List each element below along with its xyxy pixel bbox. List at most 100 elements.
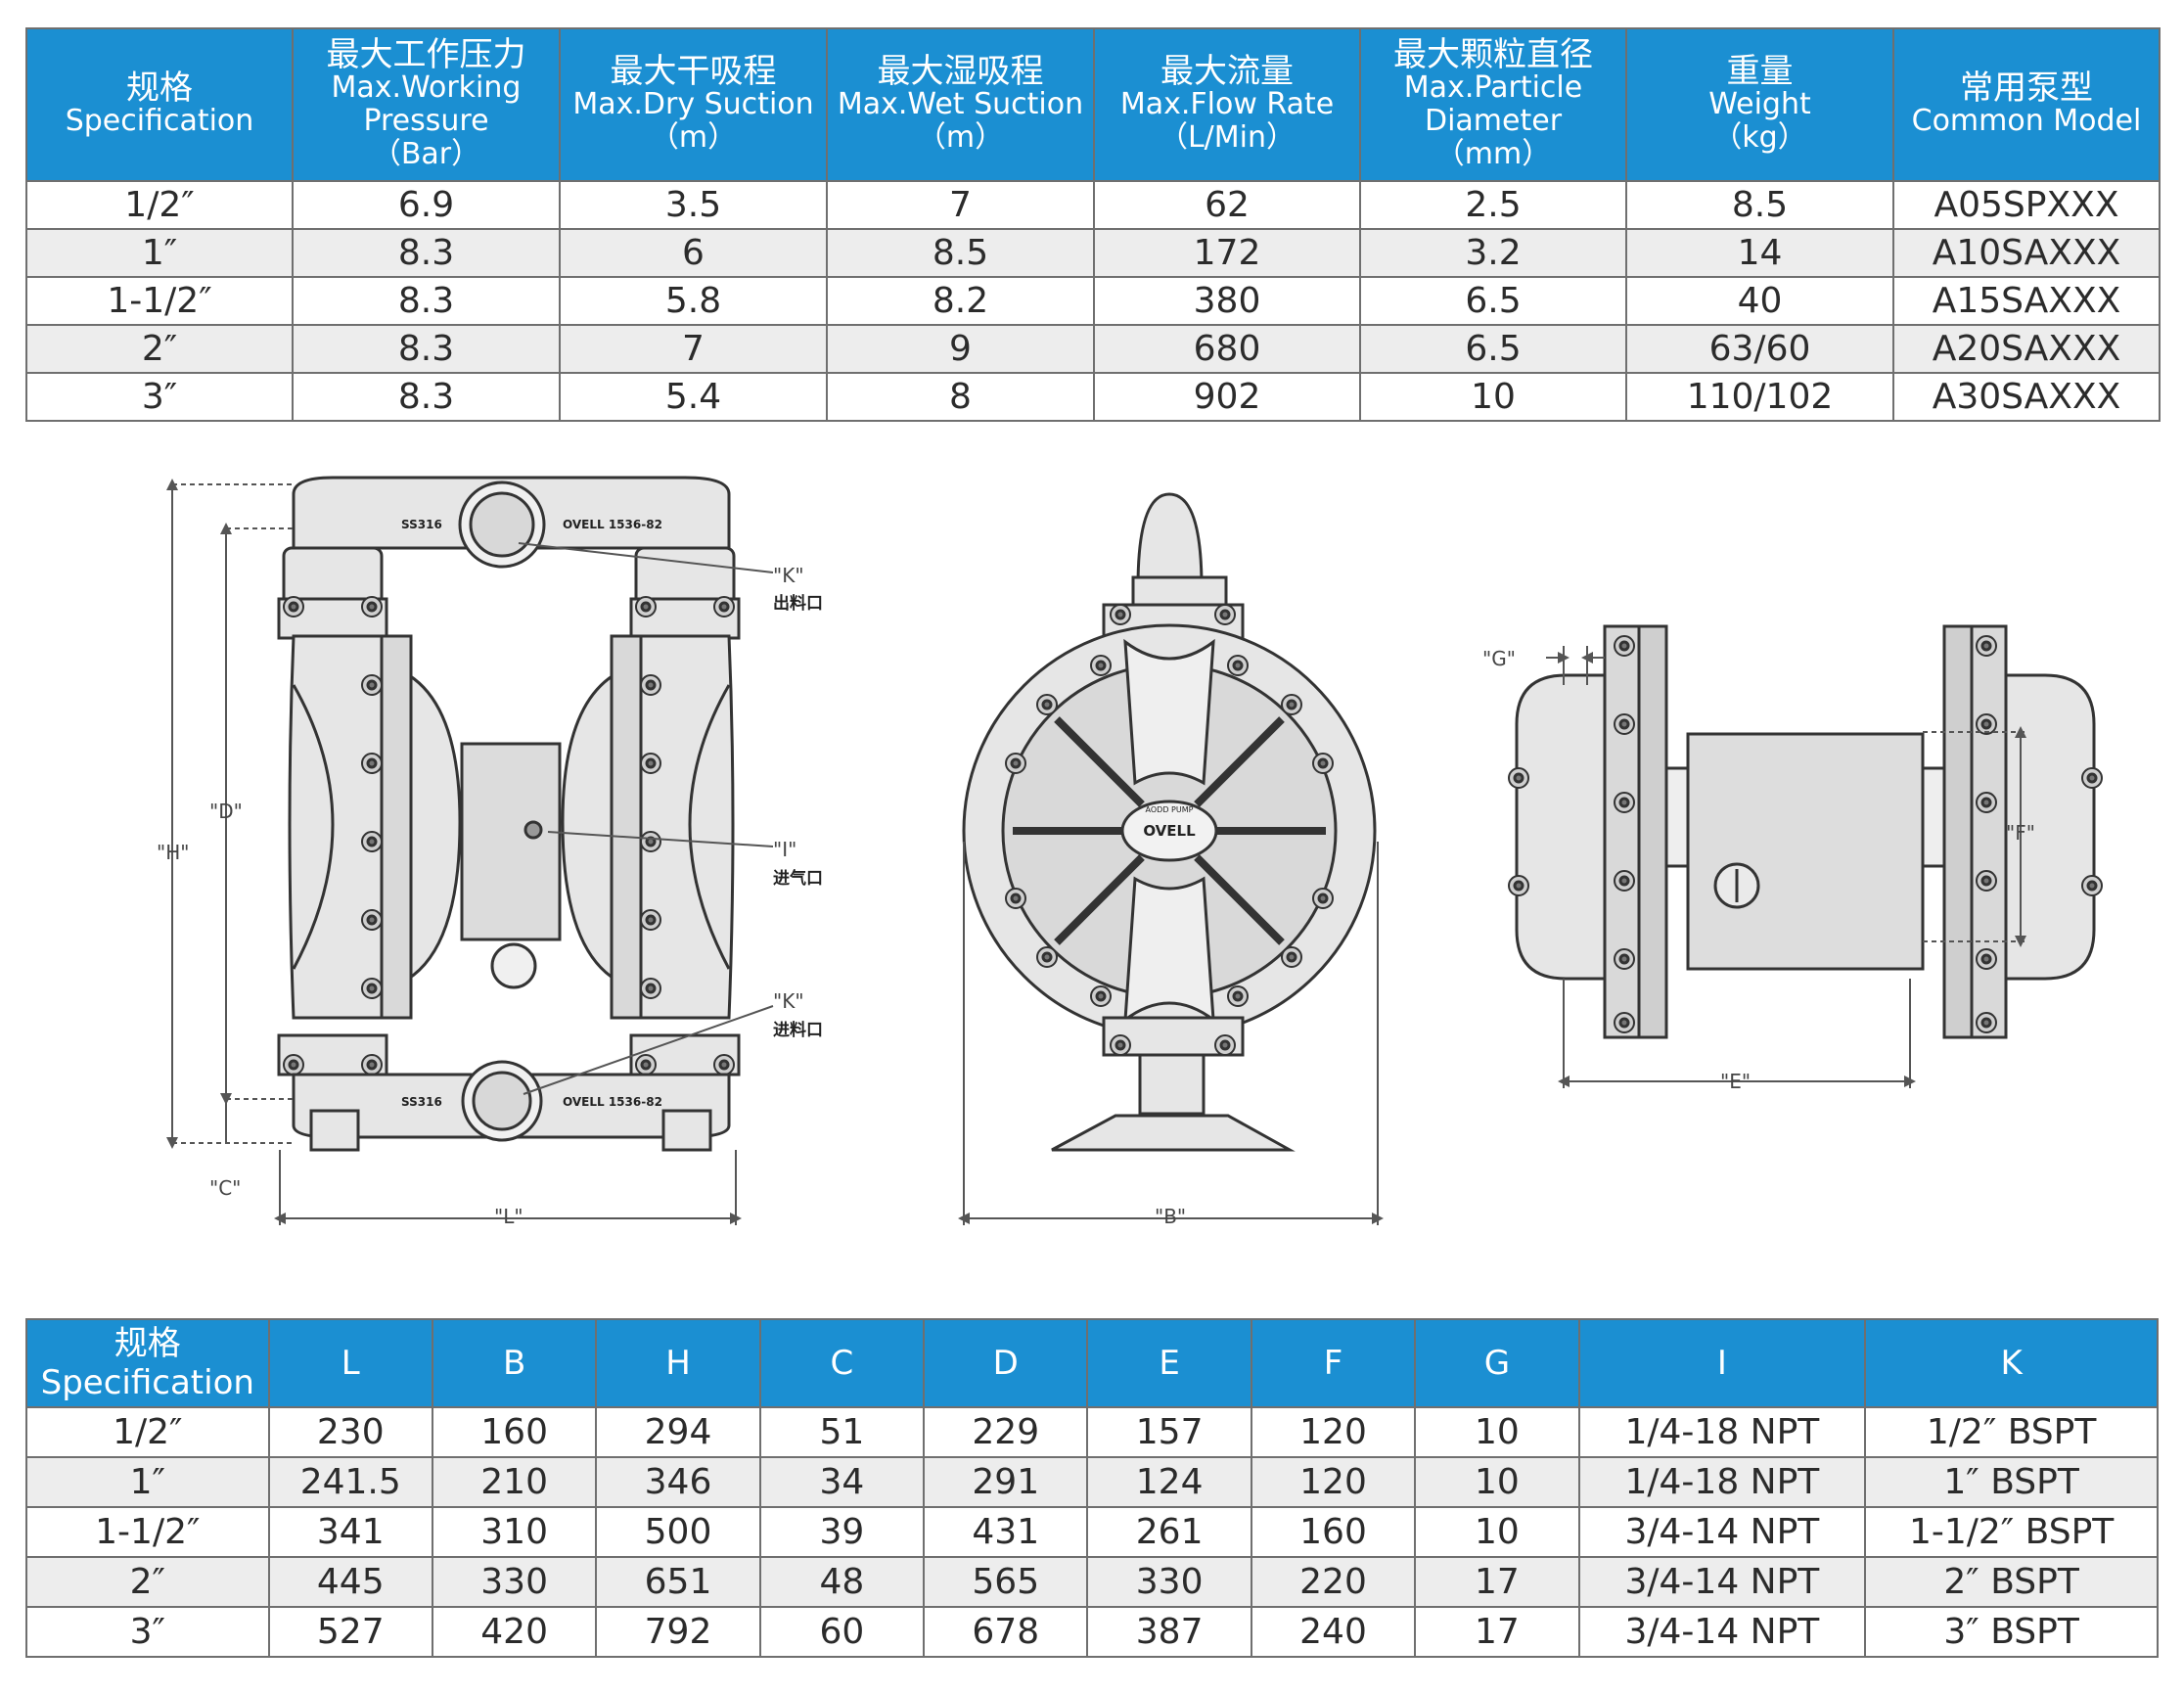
table-cell: 6.5 xyxy=(1359,324,1627,374)
dim-header-specification: 规格 Specification xyxy=(25,1318,270,1408)
center-brand-logo: OVELL xyxy=(1143,822,1196,840)
table-cell: 380 xyxy=(1093,276,1361,326)
table-cell: 3.2 xyxy=(1359,228,1627,278)
table-cell: 3.5 xyxy=(559,180,828,230)
table-cell: 39 xyxy=(758,1506,926,1558)
bottom-manifold-model-label: OVELL 1536-82 xyxy=(563,1095,662,1109)
header-max-particle-diameter: 最大颗粒直径 Max.Particle Diameter （mm） xyxy=(1359,27,1627,182)
table-cell: A05SPXXX xyxy=(1892,180,2161,230)
table-cell: 8.3 xyxy=(292,324,561,374)
dim-label-b: "B" xyxy=(1155,1205,1186,1228)
table-cell: 2″ xyxy=(25,1556,270,1608)
table-cell: 17 xyxy=(1414,1606,1580,1658)
table-cell: 2.5 xyxy=(1359,180,1627,230)
table-cell: 63/60 xyxy=(1625,324,1894,374)
table-cell: 651 xyxy=(595,1556,761,1608)
side-view-dimensions xyxy=(958,842,1384,1225)
dim-header-c: C xyxy=(758,1318,926,1408)
label-air-inlet-zh: 进气口 xyxy=(773,868,823,889)
table-cell: 291 xyxy=(923,1456,1089,1508)
dim-header-b: B xyxy=(431,1318,598,1408)
table-cell: 10 xyxy=(1359,372,1627,422)
table-cell: A20SAXXX xyxy=(1892,324,2161,374)
table-cell: 1-1/2″ xyxy=(25,276,294,326)
table-cell: 346 xyxy=(595,1456,761,1508)
table-cell: 294 xyxy=(595,1406,761,1458)
bottom-manifold-material-label: SS316 xyxy=(401,1095,442,1109)
dim-header-e: E xyxy=(1086,1318,1252,1408)
table-cell: 8.3 xyxy=(292,276,561,326)
table-cell: 1/4-18 NPT xyxy=(1577,1456,1867,1508)
table-cell: 60 xyxy=(758,1606,926,1658)
table-cell: 3/4-14 NPT xyxy=(1577,1556,1867,1608)
dimension-table: 规格 Specification L B H C D E F G I K 1/2… xyxy=(25,1318,2159,1658)
performance-table: 规格 Specification 最大工作压力 Max.Working Pres… xyxy=(25,27,2161,422)
table-cell: 51 xyxy=(758,1406,926,1458)
table-cell: 10 xyxy=(1414,1406,1580,1458)
table-cell: 160 xyxy=(1250,1506,1417,1558)
header-max-working-pressure: 最大工作压力 Max.Working Pressure （Bar） xyxy=(292,27,561,182)
table-cell: 172 xyxy=(1093,228,1361,278)
table-cell: 7 xyxy=(559,324,828,374)
table-cell: 230 xyxy=(267,1406,433,1458)
table-cell: 2″ BSPT xyxy=(1864,1556,2159,1608)
table-cell: 34 xyxy=(758,1456,926,1508)
table-cell: 6.5 xyxy=(1359,276,1627,326)
dim-label-h: "H" xyxy=(157,841,189,864)
table-cell: 62 xyxy=(1093,180,1361,230)
header-max-dry-suction: 最大干吸程 Max.Dry Suction （m） xyxy=(559,27,828,182)
dim-header-d: D xyxy=(923,1318,1089,1408)
table-cell: 6.9 xyxy=(292,180,561,230)
table-cell: 5.4 xyxy=(559,372,828,422)
table-cell: 1-1/2″ xyxy=(25,1506,270,1558)
table-cell: 680 xyxy=(1093,324,1361,374)
top-view xyxy=(1507,624,2104,1039)
top-manifold-model-label: OVELL 1536-82 xyxy=(563,518,662,531)
table-cell: A30SAXXX xyxy=(1892,372,2161,422)
header-common-model: 常用泵型 Common Model xyxy=(1892,27,2161,182)
table-cell: 17 xyxy=(1414,1556,1580,1608)
table-cell: 678 xyxy=(923,1606,1089,1658)
table-cell: 160 xyxy=(431,1406,598,1458)
table-cell: 48 xyxy=(758,1556,926,1608)
dim-label-l: "L" xyxy=(494,1205,523,1228)
dim-header-h: H xyxy=(595,1318,761,1408)
table-cell: 8.5 xyxy=(1625,180,1894,230)
table-cell: 1-1/2″ BSPT xyxy=(1864,1506,2159,1558)
header-weight: 重量 Weight （kg） xyxy=(1625,27,1894,182)
table-cell: 902 xyxy=(1093,372,1361,422)
table-cell: A15SAXXX xyxy=(1892,276,2161,326)
label-k-outlet: "K" xyxy=(773,564,804,587)
table-cell: 330 xyxy=(1086,1556,1252,1608)
table-cell: 1/2″ BSPT xyxy=(1864,1406,2159,1458)
table-cell: 120 xyxy=(1250,1456,1417,1508)
side-view: OVELL AODD PUMP xyxy=(962,492,1377,1152)
dim-label-e: "E" xyxy=(1720,1070,1751,1093)
dim-header-f: F xyxy=(1250,1318,1417,1408)
table-cell: 229 xyxy=(923,1406,1089,1458)
top-manifold-material-label: SS316 xyxy=(401,518,442,531)
table-cell: 8.5 xyxy=(826,228,1095,278)
dim-header-i: I xyxy=(1577,1318,1867,1408)
table-cell: 241.5 xyxy=(267,1456,433,1508)
table-cell: 1/4-18 NPT xyxy=(1577,1406,1867,1458)
table-cell: 420 xyxy=(431,1606,598,1658)
table-cell: 10 xyxy=(1414,1506,1580,1558)
table-cell: 157 xyxy=(1086,1406,1252,1458)
table-cell: 8.3 xyxy=(292,228,561,278)
table-cell: 3/4-14 NPT xyxy=(1577,1606,1867,1658)
table-cell: 5.8 xyxy=(559,276,828,326)
table-cell: 341 xyxy=(267,1506,433,1558)
table-cell: 40 xyxy=(1625,276,1894,326)
dim-label-g: "G" xyxy=(1482,647,1516,670)
table-cell: 1″ xyxy=(25,228,294,278)
table-cell: 240 xyxy=(1250,1606,1417,1658)
